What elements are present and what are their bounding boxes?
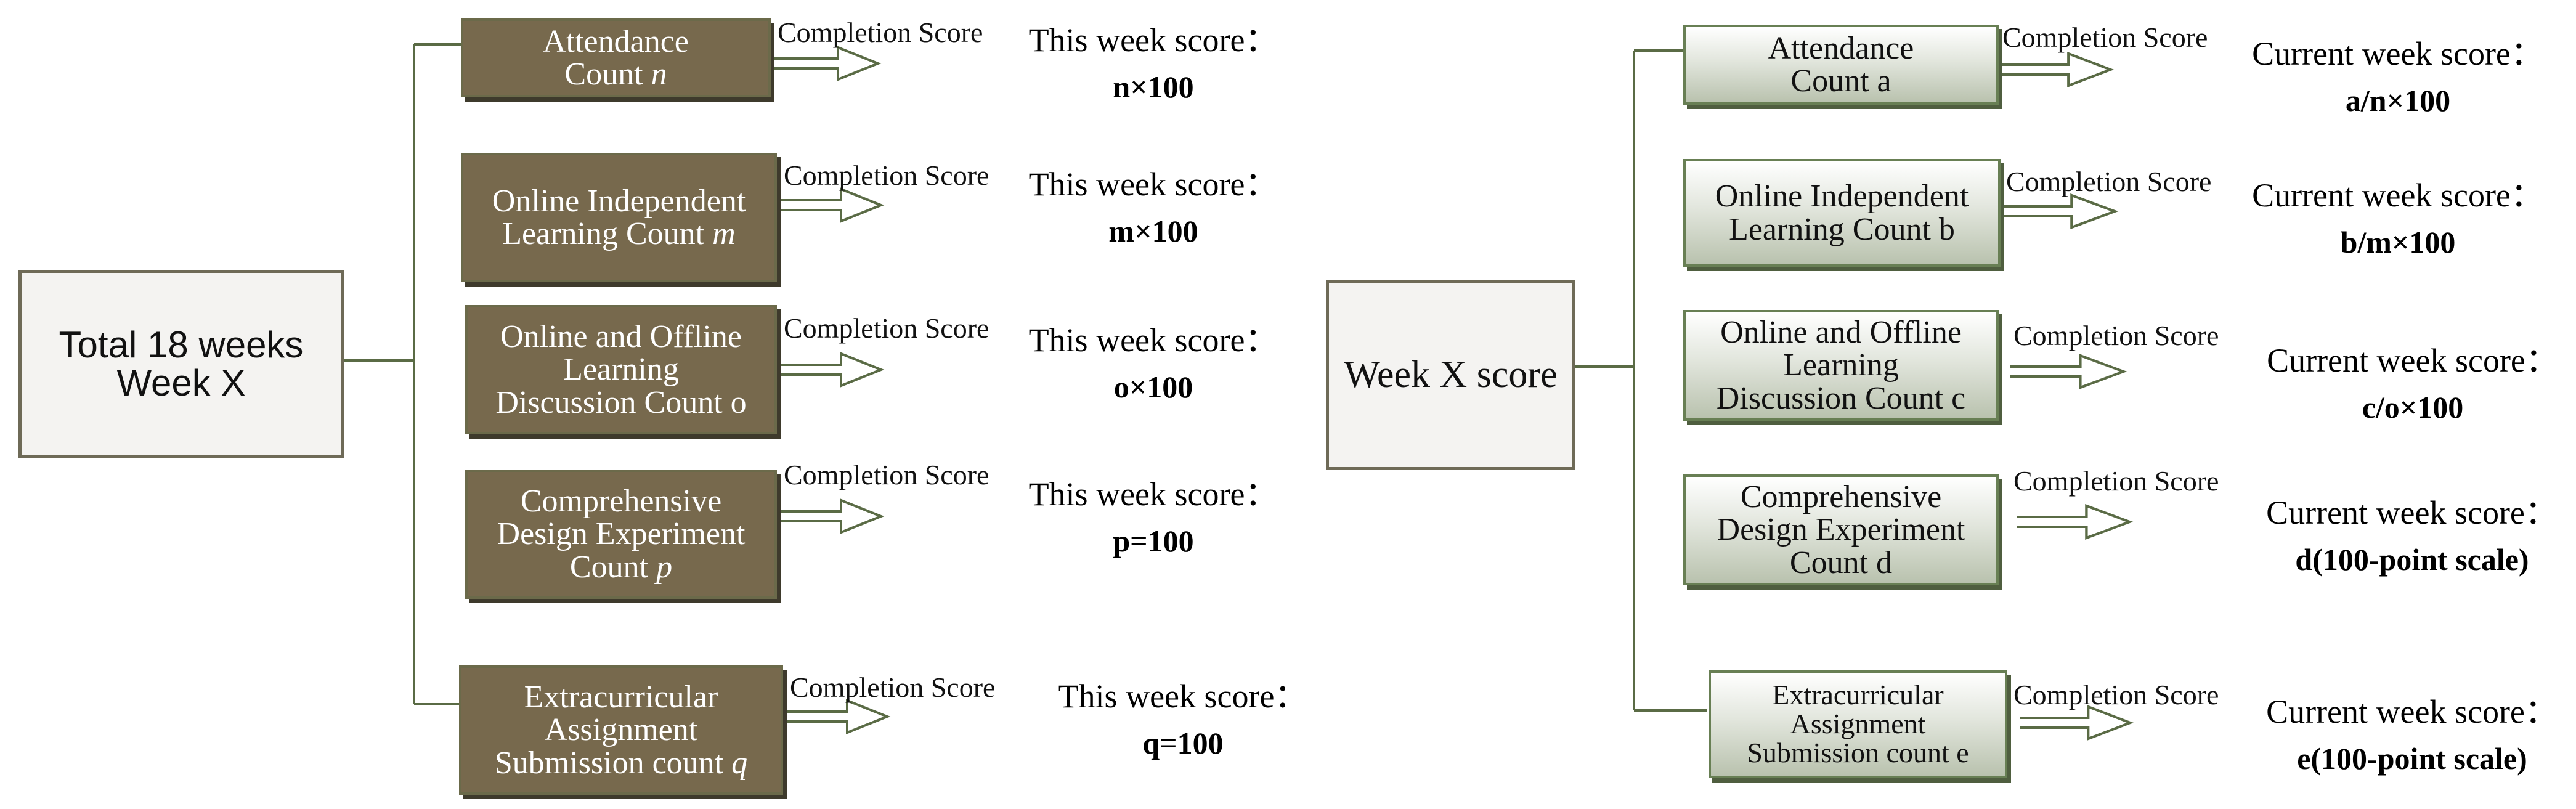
right-score-3-value: c/o×100 [2362, 390, 2464, 425]
left-item-1-line-2: Count [564, 57, 651, 92]
left-score-5-value: q=100 [1142, 726, 1224, 760]
left-item-5-var: q [731, 745, 748, 781]
right-root-box: Week X score [1326, 280, 1575, 470]
right-arrow-1 [2001, 54, 2111, 86]
right-item-4-line-2: Design Experiment [1717, 512, 1965, 548]
left-score-3-value: o×100 [1113, 370, 1193, 404]
right-score-4: Current week score： d(100-point scale) [2249, 496, 2575, 575]
left-arrow-label-4: Completion Score [784, 459, 989, 490]
left-item-3-line-1: Online and Offline [500, 319, 742, 355]
right-item-5-line-2: Assignment [1790, 708, 1926, 740]
left-item-3-line-2: Learning [563, 352, 679, 388]
left-arrow-label-5: Completion Score [790, 672, 996, 703]
left-arrow-5 [781, 699, 888, 734]
right-score-5: Current week score： e(100-point scale) [2249, 695, 2575, 774]
right-arrow-4 [2017, 506, 2130, 538]
left-item-4-line-1: Comprehensive [520, 484, 722, 519]
right-score-1: Current week score： a/n×100 [2238, 37, 2558, 116]
right-score-4-title: Current week score： [2266, 494, 2558, 531]
right-item-4-line-1: Comprehensive [1740, 479, 1942, 515]
right-arrow-label-4: Completion Score [2013, 465, 2219, 497]
right-arrow-label-1: Completion Score [2002, 22, 2208, 53]
right-item-5-line-1: Extracurricular [1772, 679, 1944, 711]
left-arrow-1 [772, 46, 879, 81]
left-item-discussion: Online and Offline Learning Discussion C… [465, 305, 777, 434]
left-root-line-1: Total 18 weeks [59, 324, 304, 366]
right-tree-lines [1575, 49, 1707, 712]
right-item-2-line-1: Online Independent [1715, 179, 1969, 214]
right-item-discussion: Online and Offline Learning Discussion C… [1683, 310, 1999, 421]
left-item-4-var: p [656, 549, 673, 585]
left-score-1: This week score： n×100 [1024, 23, 1283, 102]
left-score-2: This week score： m×100 [1024, 168, 1283, 246]
left-score-4-value: p=100 [1113, 524, 1194, 558]
left-score-3: This week score： o×100 [1024, 323, 1283, 402]
right-score-3: Current week score： c/o×100 [2253, 344, 2573, 423]
right-arrow-5 [2020, 707, 2131, 739]
right-item-5-line-3: Submission count e [1747, 736, 1969, 768]
right-arrow-label-3: Completion Score [2013, 320, 2219, 351]
right-item-2-line-2: Learning Count b [1729, 211, 1955, 247]
left-tree-lines [344, 43, 461, 705]
right-item-4-line-3: Count d [1789, 545, 1893, 580]
left-item-attendance: Attendance Count n [461, 18, 771, 97]
left-item-5-line-2: Assignment [544, 712, 698, 748]
right-score-5-title: Current week score： [2266, 693, 2558, 730]
right-score-1-title: Current week score： [2252, 35, 2544, 72]
right-score-2: Current week score： b/m×100 [2238, 179, 2558, 258]
right-score-1-value: a/n×100 [2345, 83, 2451, 118]
left-item-4-line-3: Count [569, 549, 657, 585]
left-arrow-4 [775, 499, 882, 534]
left-item-4-line-2: Design Experiment [497, 516, 746, 552]
right-item-online-independent: Online Independent Learning Count b [1683, 159, 2001, 267]
left-item-1-line-1: Attendance [543, 23, 689, 59]
left-item-assignment: Extracurricular Assignment Submission co… [459, 665, 783, 795]
right-arrow-3 [2010, 356, 2124, 388]
right-score-3-title: Current week score： [2267, 342, 2559, 379]
right-item-3-line-1: Online and Offline [1720, 315, 1962, 351]
left-arrow-label-1: Completion Score [778, 17, 983, 48]
left-score-4: This week score： p=100 [1024, 478, 1283, 556]
left-item-experiment: Comprehensive Design Experiment Count p [465, 470, 777, 599]
right-score-2-value: b/m×100 [2340, 225, 2456, 259]
left-score-3-title: This week score： [1028, 322, 1278, 359]
right-item-3-line-3: Discussion Count c [1716, 380, 1966, 416]
left-arrow-2 [775, 188, 882, 222]
left-arrow-label-2: Completion Score [784, 160, 989, 191]
right-score-2-title: Current week score： [2252, 177, 2544, 214]
left-score-4-title: This week score： [1028, 476, 1278, 513]
right-score-5-value: e(100-point scale) [2297, 741, 2527, 776]
right-arrow-2 [2002, 195, 2115, 227]
right-item-experiment: Comprehensive Design Experiment Count d [1683, 474, 1999, 585]
right-arrow-label-5: Completion Score [2013, 679, 2219, 710]
left-arrow-label-3: Completion Score [784, 312, 989, 344]
left-item-2-var: m [712, 216, 736, 251]
left-item-5-line-3: Submission count [494, 745, 732, 781]
right-item-1-line-1: Attendance [1768, 30, 1914, 66]
left-root-line-2: Week X [116, 362, 246, 404]
right-root-label: Week X score [1344, 354, 1558, 396]
left-item-online-independent: Online Independent Learning Count m [461, 153, 777, 282]
right-item-1-line-2: Count a [1790, 63, 1891, 99]
right-item-3-line-2: Learning [1783, 348, 1899, 383]
left-root-box: Total 18 weeks Week X [18, 270, 344, 458]
left-score-1-title: This week score： [1028, 22, 1278, 59]
right-score-4-value: d(100-point scale) [2295, 542, 2529, 577]
left-item-2-line-2: Learning Count [502, 216, 713, 251]
left-score-1-value: n×100 [1113, 70, 1194, 104]
left-item-1-var: n [651, 57, 667, 92]
left-score-5-title: This week score： [1058, 678, 1308, 715]
left-score-2-title: This week score： [1028, 166, 1278, 203]
right-item-attendance: Attendance Count a [1683, 25, 1999, 105]
left-arrow-3 [775, 352, 882, 387]
left-score-5: This week score： q=100 [1054, 680, 1312, 758]
right-item-assignment: Extracurricular Assignment Submission co… [1709, 670, 2007, 778]
left-score-2-value: m×100 [1108, 214, 1198, 248]
right-arrow-label-2: Completion Score [2006, 166, 2212, 197]
left-item-3-line-3: Discussion Count o [495, 384, 747, 420]
left-item-2-line-1: Online Independent [492, 183, 746, 219]
left-item-5-line-1: Extracurricular [524, 680, 718, 715]
